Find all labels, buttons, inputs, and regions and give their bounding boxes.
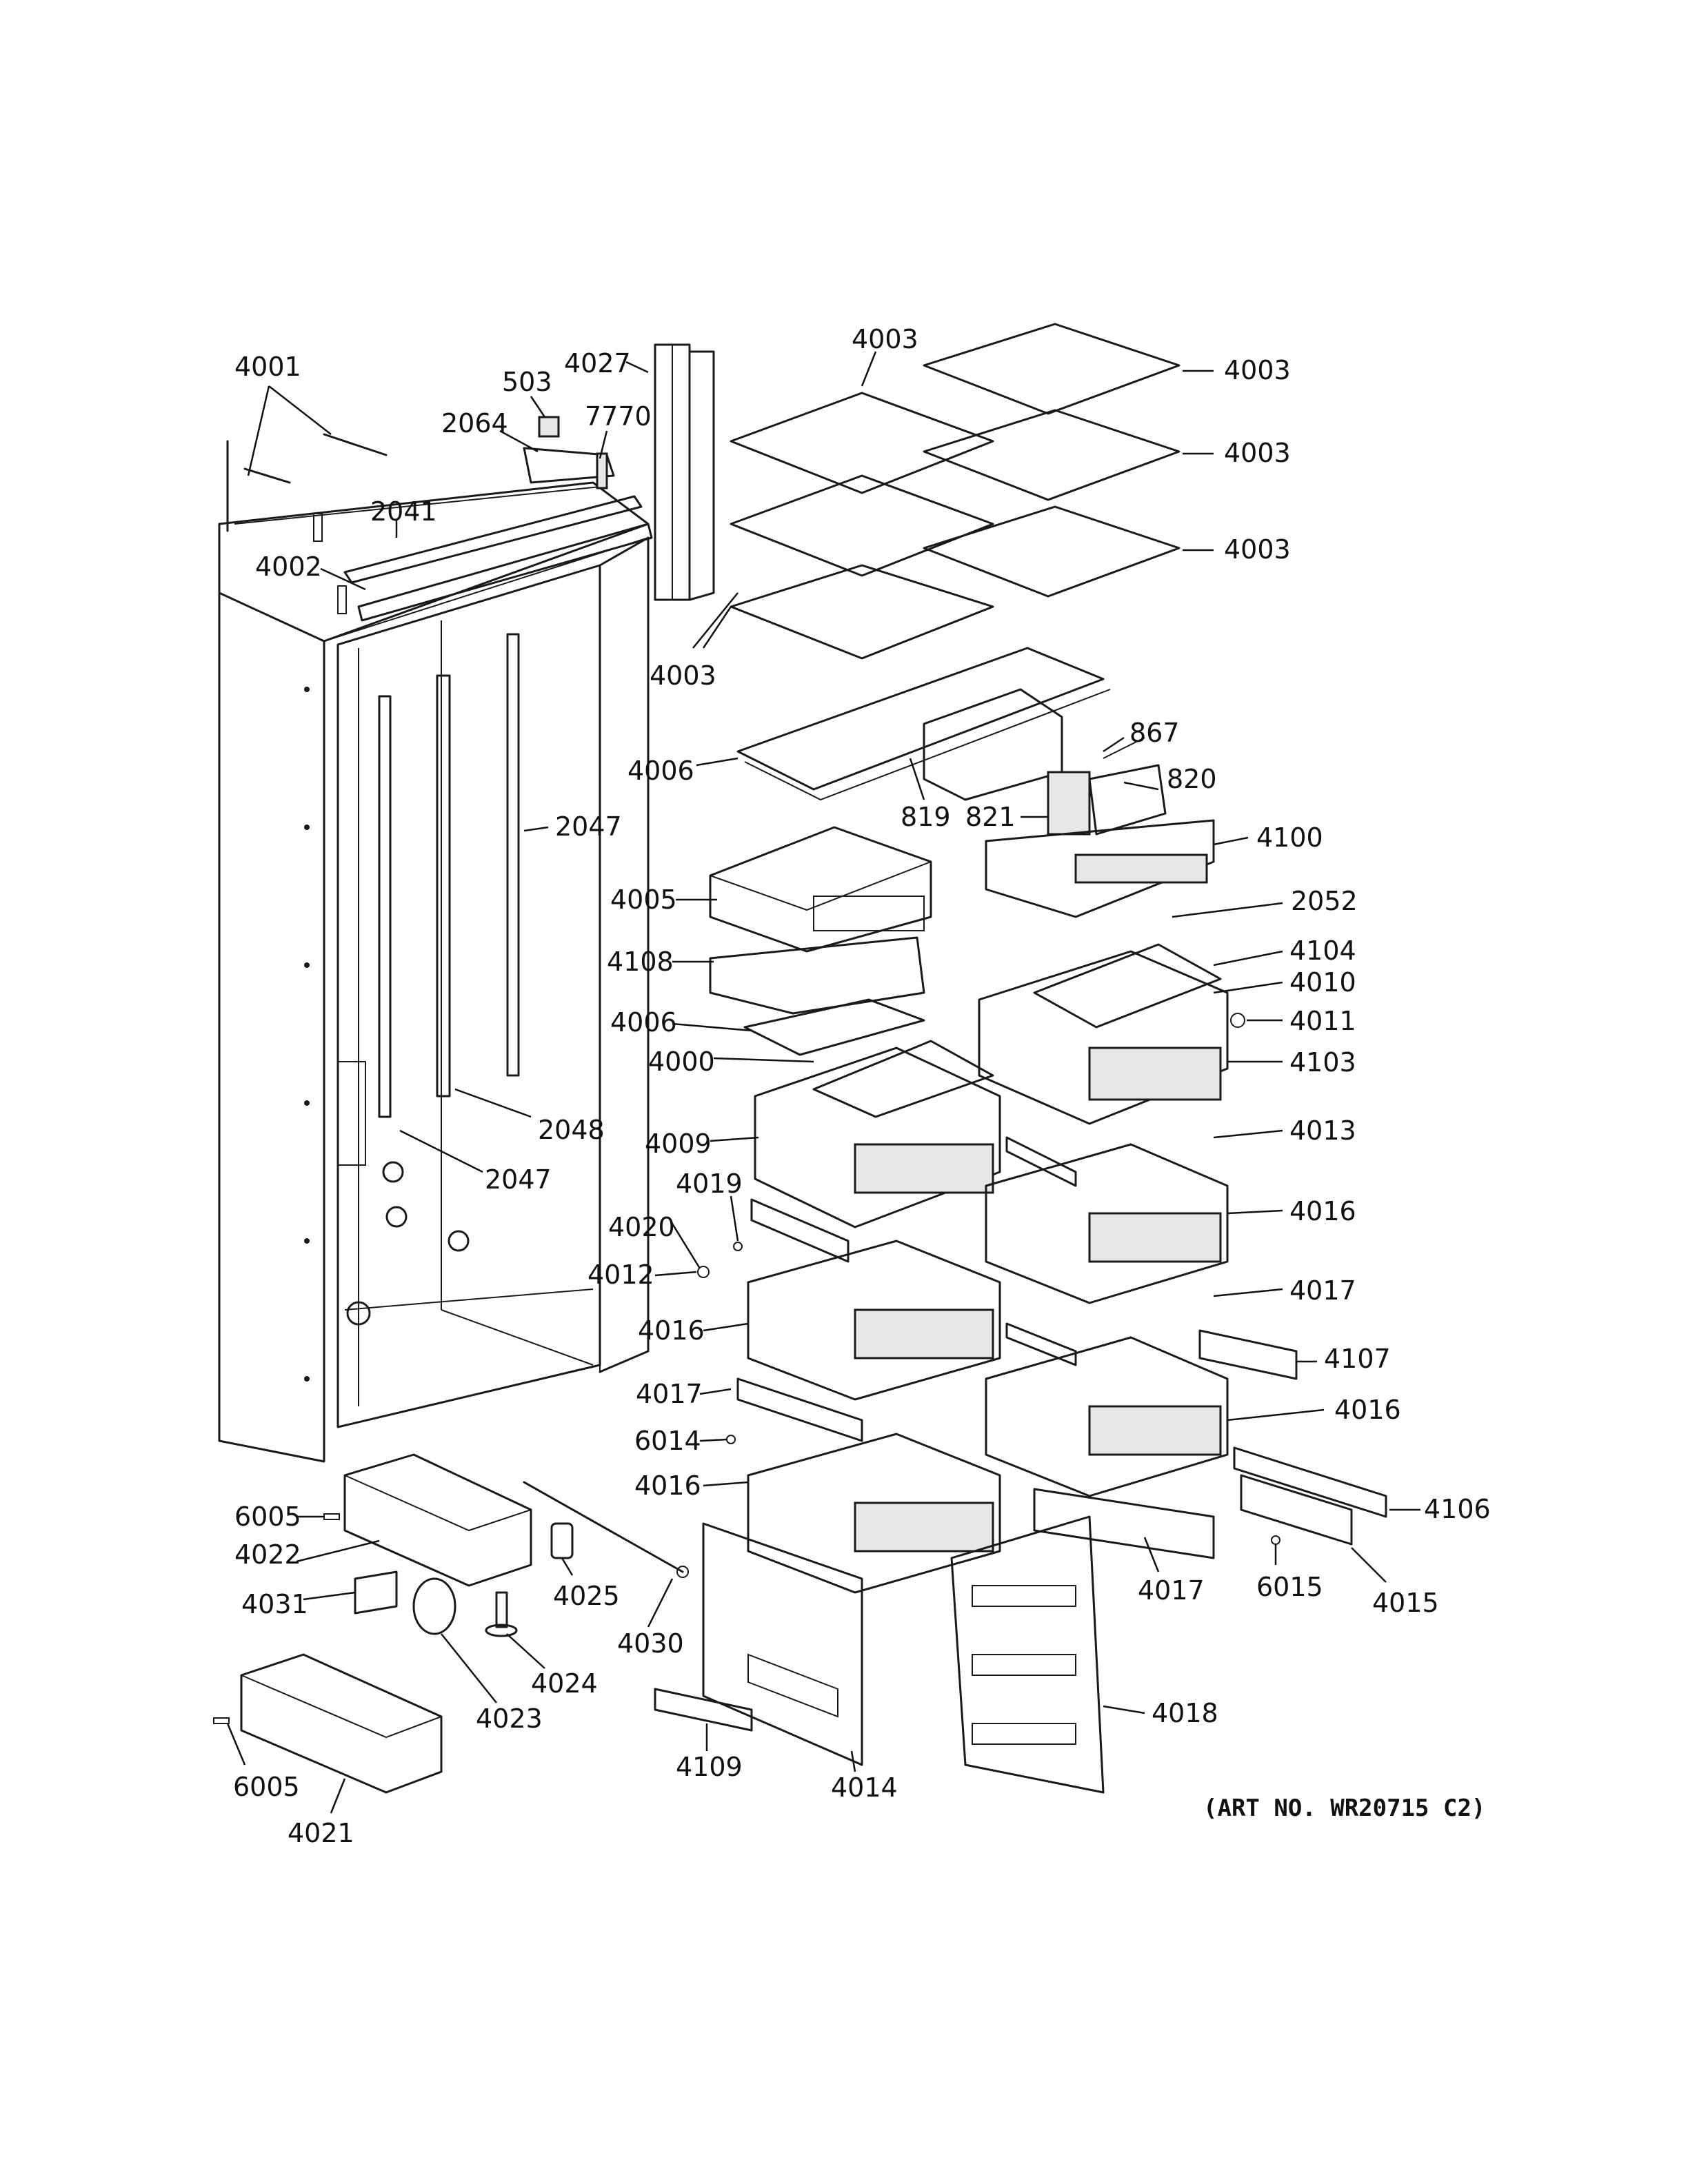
callout-6014: 6014 [634,1426,701,1456]
callout-4000: 4000 [648,1046,715,1077]
callout-4010: 4010 [1289,967,1356,998]
callout-4025: 4025 [553,1581,620,1611]
callout-4014: 4014 [831,1772,898,1803]
callout-821: 821 [965,802,1016,832]
glass-shelf-upper [736,647,1111,801]
callout-820: 820 [1167,764,1217,794]
callout-4104: 4104 [1289,936,1356,966]
callout-2048: 2048 [538,1115,605,1145]
callout-4003-right-3: 4003 [1224,534,1291,565]
callout-4020: 4020 [608,1212,675,1242]
callout-labels: 4001 503 4027 2064 7770 2041 4002 4003 4… [233,324,1491,1848]
callout-4003-right-2: 4003 [1224,438,1291,468]
callout-4013: 4013 [1289,1115,1356,1146]
callout-4023: 4023 [476,1703,543,1734]
callout-4019: 4019 [676,1169,743,1199]
loose-hardware [213,1242,1280,1794]
callout-4009: 4009 [645,1129,712,1159]
callout-2041: 2041 [370,496,437,527]
shelf-ladder-rails [378,633,520,1118]
divider-trim [654,343,715,601]
cabinet-fasteners [304,687,470,1382]
wire-shelves [730,323,1180,660]
callout-4109: 4109 [676,1752,743,1782]
callout-4015: 4015 [1372,1588,1439,1618]
callout-4002: 4002 [255,552,322,582]
callout-4005: 4005 [610,884,677,915]
art-number-label: (ART NO. WR20715 C2) [1203,1794,1485,1822]
callout-4022: 4022 [234,1539,301,1570]
callout-7770: 7770 [585,401,652,432]
callout-4003-bottom: 4003 [650,660,716,691]
callout-2052: 2052 [1291,886,1358,916]
callout-4003-right-1: 4003 [1224,355,1291,385]
callout-819: 819 [901,802,951,832]
callout-2064: 2064 [441,408,508,438]
callout-6015: 6015 [1256,1572,1323,1602]
callout-4103: 4103 [1289,1047,1356,1078]
callout-4031: 4031 [241,1589,308,1619]
callout-4106: 4106 [1424,1494,1491,1524]
callout-4016-left-1: 4016 [638,1315,705,1346]
right-drawer-stack [950,943,1387,1794]
callout-4017-left: 4017 [636,1379,703,1409]
callout-4108: 4108 [607,947,674,977]
callout-4017-right-1: 4017 [1289,1275,1356,1306]
top-hinge-parts [226,416,653,622]
callout-4107: 4107 [1324,1344,1391,1374]
callout-4006-upper: 4006 [627,756,694,786]
callout-4021: 4021 [288,1818,354,1848]
callout-2047-upper: 2047 [555,811,622,842]
callout-4016-left-2: 4016 [634,1470,701,1501]
callout-4024: 4024 [531,1668,598,1699]
icemaker-bracket [923,688,1215,918]
leader-lines [226,351,1420,1814]
callout-503: 503 [502,367,552,397]
left-drawer-stack [654,826,1001,1766]
callout-4027: 4027 [564,348,631,378]
callout-4017-right-2: 4017 [1138,1575,1205,1606]
callout-6005-upper: 6005 [234,1502,301,1532]
callout-4016-right-1: 4016 [1289,1196,1356,1226]
callout-4003-top: 4003 [852,324,918,354]
callout-4011: 4011 [1289,1006,1356,1036]
freezer-cabinet [218,481,650,1463]
callout-4001: 4001 [234,352,301,382]
callout-2047-lower: 2047 [485,1164,552,1195]
callout-6005-lower: 6005 [233,1772,300,1802]
callout-867: 867 [1129,718,1180,748]
callout-4030: 4030 [617,1628,684,1659]
callout-4012: 4012 [587,1260,654,1290]
callout-4016-right-2: 4016 [1334,1395,1401,1425]
callout-4100: 4100 [1256,822,1323,853]
callout-4018: 4018 [1152,1698,1218,1728]
callout-4006-lower: 4006 [610,1007,677,1038]
